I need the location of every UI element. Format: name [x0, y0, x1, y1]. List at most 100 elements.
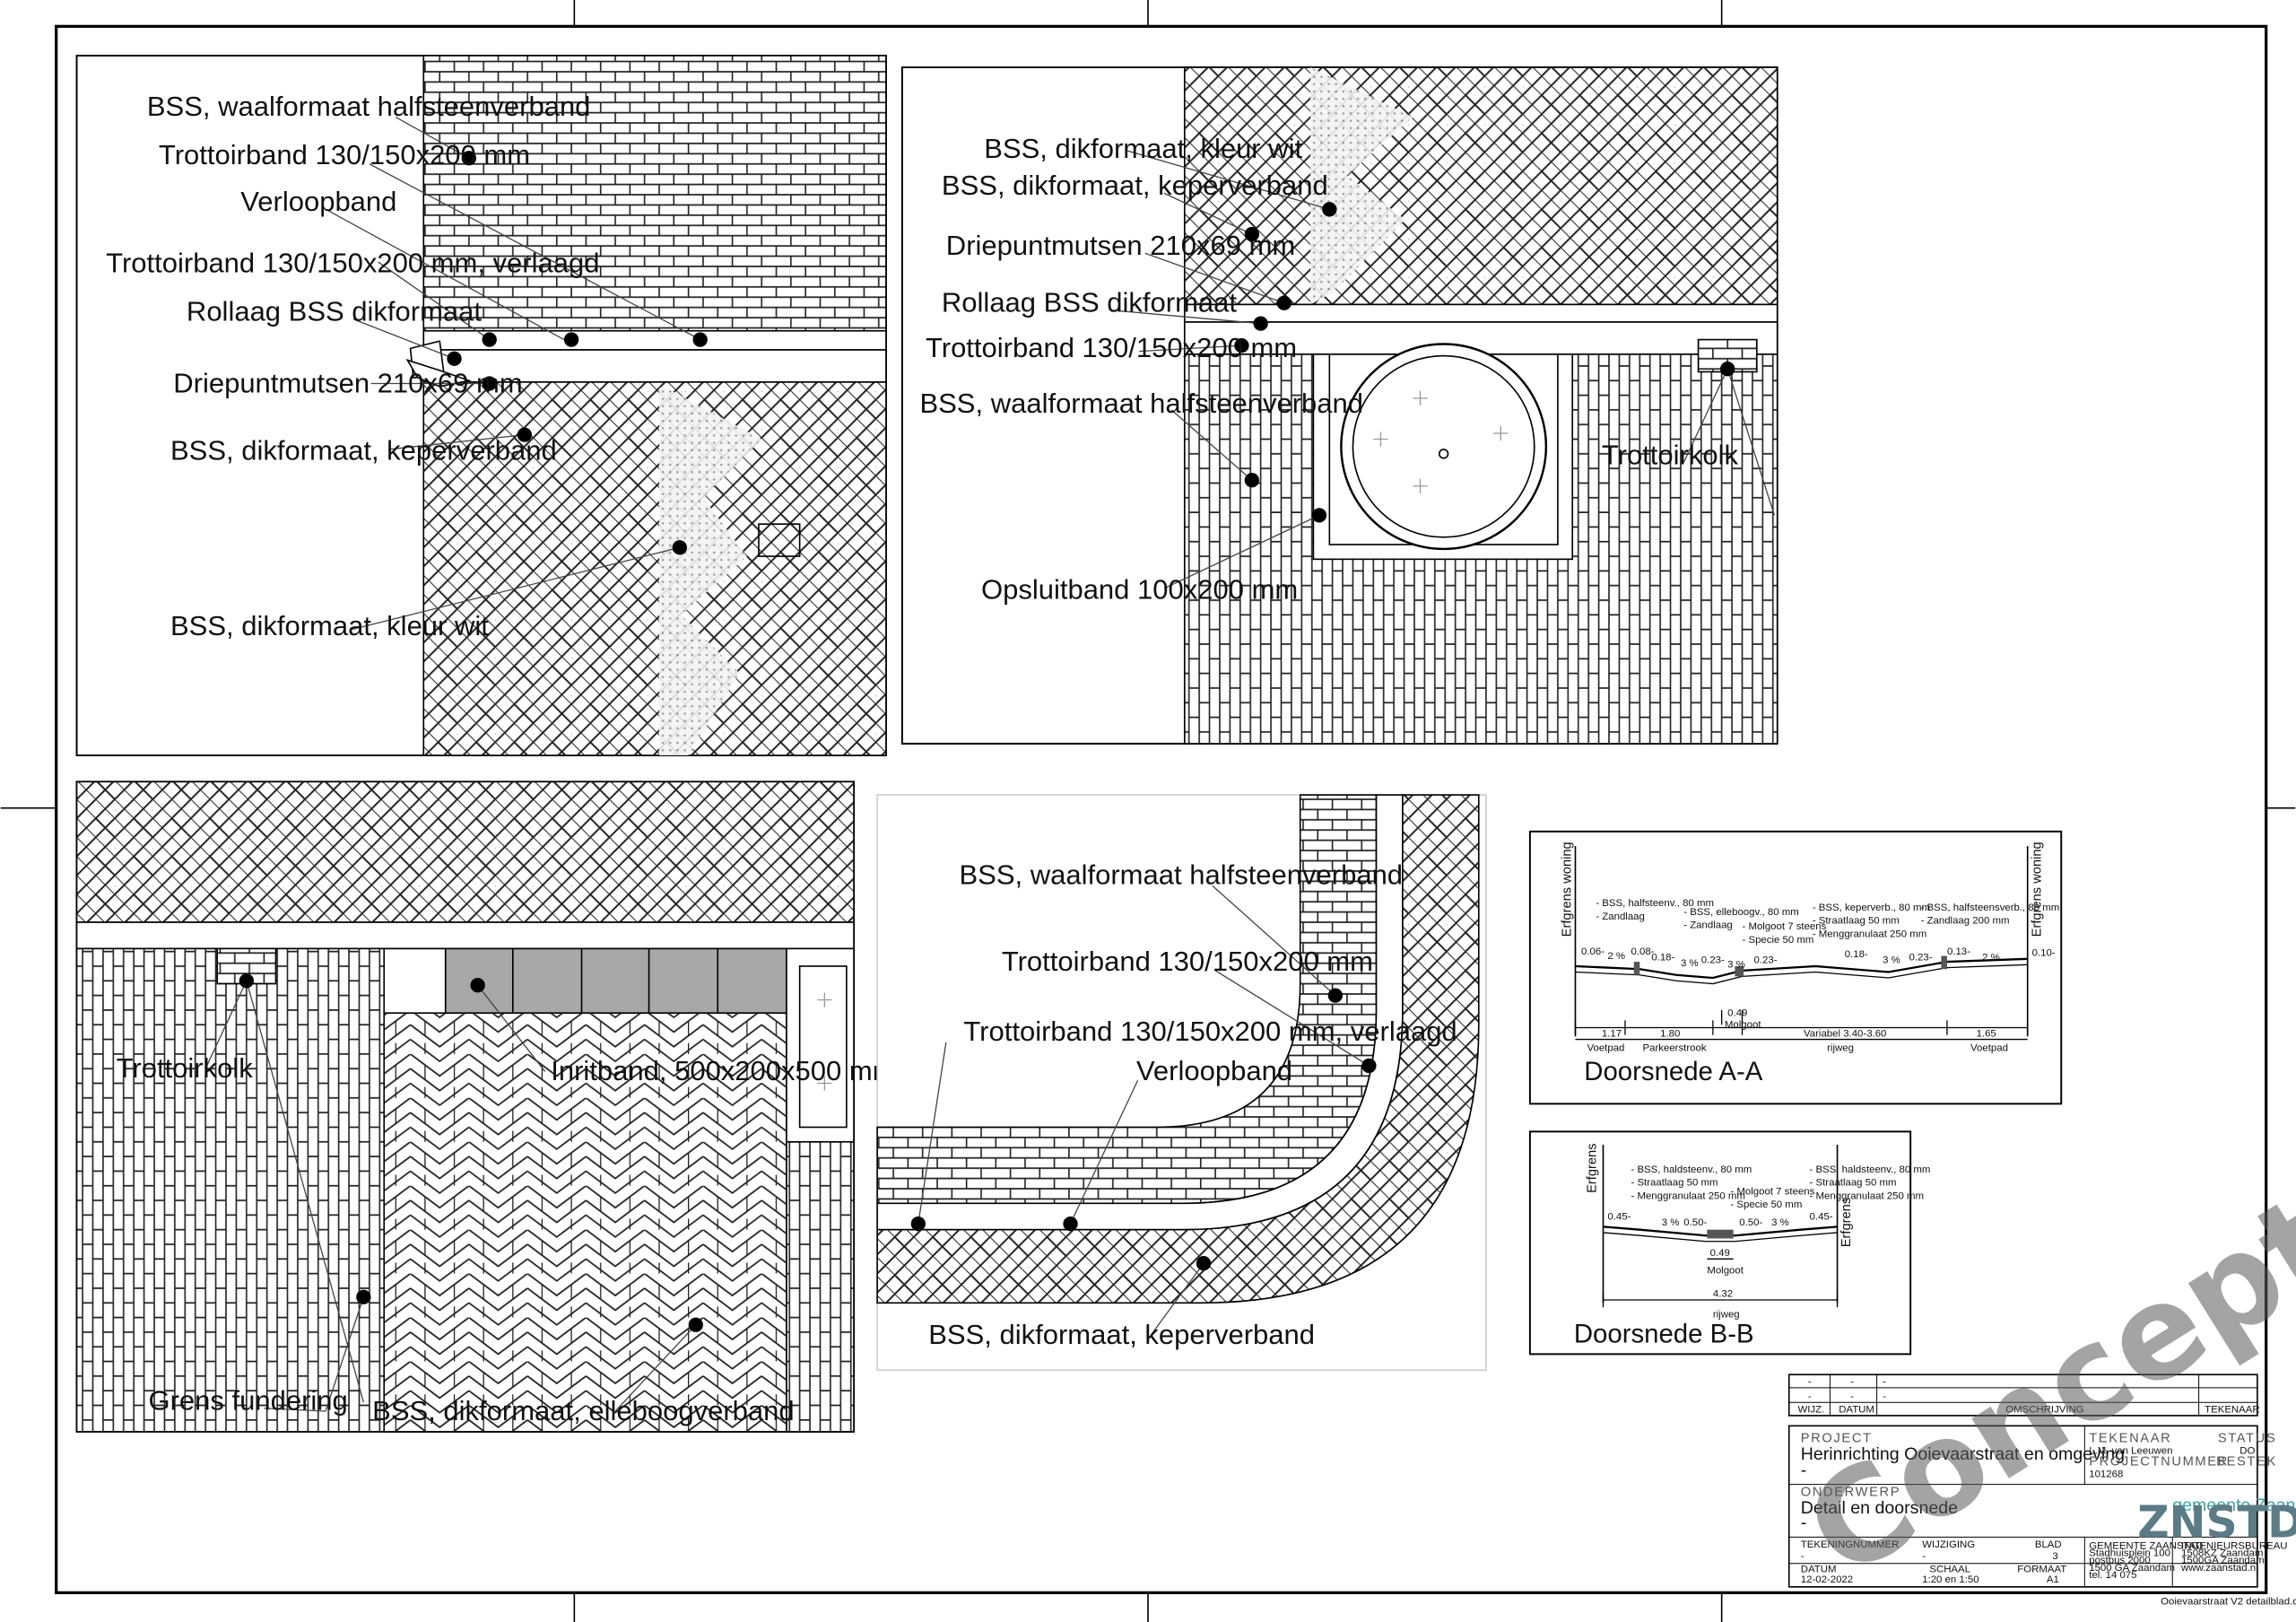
projectnummer-label: PROJECTNUMMER — [2089, 1454, 2229, 1469]
label: Trottoirband 130/150x200 mm — [926, 332, 1297, 363]
address-line: postbus 2000 — [2089, 1556, 2151, 1566]
profile-value: 0.08- — [1631, 946, 1654, 957]
label: BSS, dikformaat, kleur wit — [984, 133, 1302, 164]
label: Opsluitband 100x200 mm — [981, 573, 1298, 605]
label: BSS, waalformaat halfsteenverband — [960, 859, 1404, 891]
detail-top-right: BSS, dikformaat, kleur wit BSS, dikforma… — [900, 66, 1779, 745]
edge-label: Erfgrens — [1839, 1198, 1854, 1247]
logo: ZNSTD — [2137, 1496, 2296, 1548]
note: - Straatlaag 50 mm — [1631, 1178, 1718, 1189]
project-label: PROJECT — [1801, 1431, 1873, 1445]
note: - Straatlaag 50 mm — [1810, 1178, 1897, 1189]
onderwerp-label: ONDERWERP — [1801, 1486, 1900, 1500]
rev-cell: - — [1850, 1391, 1854, 1402]
address-right: INGENIEURSBUREAU 1508KZ Zaandam 1500GA Z… — [2180, 1540, 2288, 1573]
address-line: www.zaanstad.nl — [2180, 1563, 2258, 1574]
project-sub: - — [1801, 1461, 1807, 1480]
note: - Molgoot 7 steens — [1742, 921, 1826, 932]
profile-value: 3 % — [1771, 1217, 1789, 1228]
onderwerp-sub: - — [1801, 1513, 1807, 1533]
profile-value: 0.45- — [1607, 1211, 1631, 1222]
detail-bottom-middle: BSS, waalformaat halfsteenverband Trotto… — [876, 794, 1487, 1372]
zone: rijweg — [1713, 1310, 1740, 1321]
address-left: GEMEENTE ZAANSTAD Stadhuisplein 100 post… — [2089, 1540, 2203, 1581]
rev-header: DATUM — [1839, 1405, 1874, 1416]
formaat-label: FORMAAT — [2017, 1565, 2066, 1575]
zone: Voetpad — [1970, 1043, 2008, 1054]
label: Trottoirband 130/150x200 mm — [1002, 946, 1373, 977]
file-name: Ooievaarstraat V2 detailblad.dwg — [2161, 1596, 2296, 1607]
profile-value: 0.13- — [1947, 946, 1970, 957]
label: Trottoirband 130/150x200 mm, verlaagd — [963, 1016, 1457, 1047]
zone: Molgoot — [1725, 1020, 1761, 1031]
rev-cell: - — [1808, 1391, 1812, 1402]
schaal-label: SCHAAL — [1929, 1565, 1970, 1575]
profile-value: 0.18- — [1845, 949, 1868, 960]
blad-label: BLAD — [2035, 1539, 2062, 1550]
formaat: A1 — [2047, 1574, 2059, 1585]
datum: 12-02-2022 — [1801, 1574, 1853, 1585]
section-title: Doorsnede A-A — [1584, 1057, 1763, 1086]
address-line: 1500GA Zaandam — [2181, 1556, 2265, 1566]
width: 1.17 — [1602, 1028, 1622, 1039]
note: - Menggranulaat 250 mm — [1631, 1190, 1744, 1201]
edge-label: Erfgrens woning — [1561, 842, 1575, 937]
note: - BSS, haldsteenv., 80 mm — [1631, 1164, 1752, 1175]
profile-value: 0.18- — [1651, 952, 1674, 963]
label: Inritband, 500x200x500 mm — [551, 1055, 895, 1086]
rev-cell: - — [1883, 1391, 1886, 1402]
rev-header: OMSCHRIJVING — [2005, 1405, 2084, 1416]
project-name: Herinrichting Ooievaarstraat en omgeving — [1801, 1444, 2125, 1464]
address-line: 1508KZ Zaandam — [2181, 1548, 2263, 1559]
detail-top-left: BSS, waalformaat halfsteenverband Trotto… — [75, 55, 887, 756]
note: - Zandlaag — [1596, 911, 1645, 922]
tekeningnummer: - — [1801, 1551, 1805, 1562]
municipality: gemeente Zaanstad — [2172, 1496, 2296, 1515]
label: Trottoirband 130/150x200 mm — [159, 139, 530, 170]
note: - BSS, keperverb., 80 mm — [1813, 903, 1930, 913]
profile-value: 2 % — [1607, 951, 1625, 962]
label: BSS, dikformaat, keperverband — [170, 434, 557, 466]
detail-bottom-left: Trottoirkolk Inritband, 500x200x500 mm G… — [75, 780, 896, 1433]
onderwerp: Detail en doorsnede — [1801, 1498, 1958, 1518]
wijziging-label: WIJZIGING — [1922, 1539, 1975, 1550]
note: - Specie 50 mm — [1730, 1199, 1802, 1210]
tekenaar-label: TEKENAAR — [2089, 1431, 2171, 1445]
label: BSS, dikformaat, keperverband — [942, 170, 1328, 201]
note: - Menggranulaat 250 mm — [1810, 1190, 1924, 1201]
profile-value: 3 % — [1883, 955, 1900, 966]
profile-value: 0.06- — [1581, 946, 1605, 957]
profile-value: 3 % — [1662, 1217, 1680, 1228]
section-bb: Erfgrens Erfgrens 0.45- 3 % 0.50- 0.50- … — [1528, 1130, 1930, 1356]
width: 0.49 — [1727, 1007, 1747, 1018]
address-line: GEMEENTE ZAANSTAD — [2089, 1540, 2203, 1551]
bestek-label: BESTEK — [2216, 1454, 2277, 1469]
address-line: tel. 14 075 — [2089, 1570, 2136, 1581]
zone: rijweg — [1827, 1043, 1854, 1054]
label: Trottoirband 130/150x200 mm, verlaagd — [106, 248, 599, 279]
rev-cell: - — [1850, 1377, 1854, 1388]
address-line: 1500 GA Zaandam — [2089, 1563, 2175, 1574]
note: - Zandlaag — [1683, 920, 1733, 931]
label: BSS, dikformaat, elleboogverband — [372, 1395, 794, 1426]
profile-value: 0.50- — [1683, 1217, 1707, 1228]
label: Driepuntmutsen 210x69 mm — [173, 367, 522, 398]
profile-value: 3 % — [1681, 958, 1699, 969]
rev-cell: - — [1808, 1377, 1812, 1388]
projectnummer: 101268 — [2089, 1469, 2123, 1479]
note: - BSS, halfsteensverb., 80 mm — [1921, 903, 2060, 913]
profile-value: 0.45- — [1810, 1211, 1833, 1222]
label: BSS, waalformaat halfsteenverband — [147, 91, 591, 122]
note: - Menggranulaat 250 mm — [1813, 929, 1926, 939]
label: Trottoirkolk — [1602, 439, 1739, 470]
note: - BSS, elleboogv., 80 mm — [1683, 907, 1798, 918]
profile-value: 0.23- — [1701, 955, 1725, 966]
label: Driepuntmutsen 210x69 mm — [946, 230, 1295, 261]
profile-value: 0.50- — [1739, 1217, 1762, 1228]
width: 4.32 — [1713, 1289, 1733, 1300]
note: - Specie 50 mm — [1742, 935, 1813, 946]
note: - BSS, halfsteenv., 80 mm — [1596, 898, 1714, 909]
label: Verloopband — [240, 186, 396, 217]
